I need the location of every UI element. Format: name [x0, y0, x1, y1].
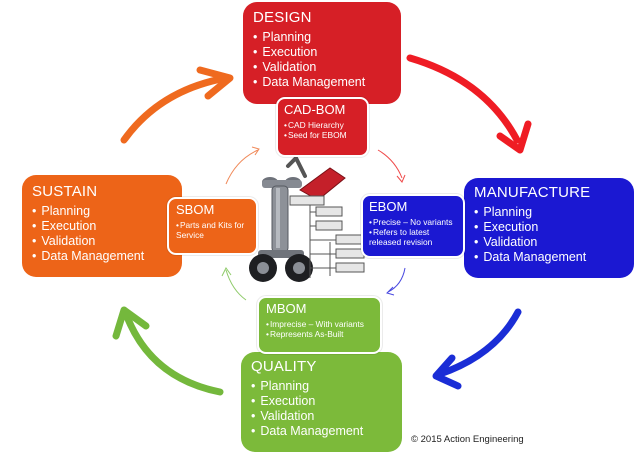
quality-item-data-management: Data Management	[251, 424, 392, 439]
manufacture-item-planning: Planning	[474, 205, 624, 220]
sustain-box: SUSTAIN Planning Execution Validation Da…	[22, 175, 182, 277]
sbom-item-parts-cont: Service	[176, 230, 204, 240]
manufacture-box: MANUFACTURE Planning Execution Validatio…	[464, 178, 634, 278]
quality-items: Planning Execution Validation Data Manag…	[251, 379, 392, 439]
thin-arrow-sbom-to-cadbom	[225, 146, 260, 185]
quality-item-planning: Planning	[251, 379, 392, 394]
sbom-item-parts: Parts and Kits for	[176, 220, 249, 230]
arrow-design-to-manufacture	[406, 54, 532, 154]
sustain-title: SUSTAIN	[32, 183, 98, 200]
sustain-item-validation: Validation	[32, 234, 172, 249]
quality-box: QUALITY Planning Execution Validation Da…	[241, 352, 402, 452]
thin-arrow-ebom-to-mbom	[386, 267, 406, 296]
design-item-planning: Planning	[253, 30, 391, 45]
quality-title: QUALITY	[251, 358, 317, 375]
ebom-item-refers-cont: released revision	[369, 237, 433, 247]
copyright-notice: © 2015 Action Engineering	[411, 434, 524, 445]
ebom-items: Precise – No variants Refers to latest r…	[369, 217, 457, 247]
sbom-title: SBOM	[176, 202, 215, 217]
arrow-sustain-to-design	[120, 66, 234, 144]
sustain-item-data-management: Data Management	[32, 249, 172, 264]
thin-arrow-mbom-to-sbom	[221, 267, 247, 301]
ebom-box: EBOM Precise – No variants Refers to lat…	[361, 194, 465, 258]
mbom-item-as-built: Represents As-Built	[266, 329, 373, 339]
ebom-item-refers: Refers to latest	[369, 227, 457, 237]
mbom-box: MBOM Imprecise – With variants Represent…	[257, 296, 382, 354]
sustain-item-planning: Planning	[32, 204, 172, 219]
manufacture-item-data-management: Data Management	[474, 250, 624, 265]
thin-arrow-cadbom-to-ebom	[377, 149, 406, 183]
sustain-items: Planning Execution Validation Data Manag…	[32, 204, 172, 264]
manufacture-item-validation: Validation	[474, 235, 624, 250]
cad-bom-item-hierarchy: CAD Hierarchy	[284, 120, 361, 130]
design-title: DESIGN	[253, 9, 312, 26]
manufacture-item-execution: Execution	[474, 220, 624, 235]
ebom-item-precise: Precise – No variants	[369, 217, 457, 227]
mbom-title: MBOM	[266, 301, 307, 316]
cad-bom-items: CAD Hierarchy Seed for EBOM	[284, 120, 361, 140]
design-box: DESIGN Planning Execution Validation Dat…	[243, 2, 401, 104]
quality-item-execution: Execution	[251, 394, 392, 409]
design-item-validation: Validation	[253, 60, 391, 75]
sbom-items: Parts and Kits for Service	[176, 220, 249, 240]
design-item-data-management: Data Management	[253, 75, 391, 90]
sbom-box: SBOM Parts and Kits for Service	[167, 197, 258, 255]
design-items: Planning Execution Validation Data Manag…	[253, 30, 391, 90]
mbom-items: Imprecise – With variants Represents As-…	[266, 319, 373, 339]
arrow-manufacture-to-quality	[432, 308, 522, 390]
design-item-execution: Execution	[253, 45, 391, 60]
manufacture-title: MANUFACTURE	[474, 184, 591, 201]
mbom-item-imprecise: Imprecise – With variants	[266, 319, 373, 329]
landing-gear-illustration	[249, 154, 346, 282]
ebom-title: EBOM	[369, 199, 408, 214]
arrow-quality-to-sustain	[112, 306, 224, 396]
cad-bom-box: CAD-BOM CAD Hierarchy Seed for EBOM	[276, 97, 369, 157]
cad-bom-title: CAD-BOM	[284, 102, 346, 117]
cad-bom-item-seed: Seed for EBOM	[284, 130, 361, 140]
bom-tree-structure	[289, 195, 365, 278]
quality-item-validation: Validation	[251, 409, 392, 424]
sustain-item-execution: Execution	[32, 219, 172, 234]
manufacture-items: Planning Execution Validation Data Manag…	[474, 205, 624, 265]
